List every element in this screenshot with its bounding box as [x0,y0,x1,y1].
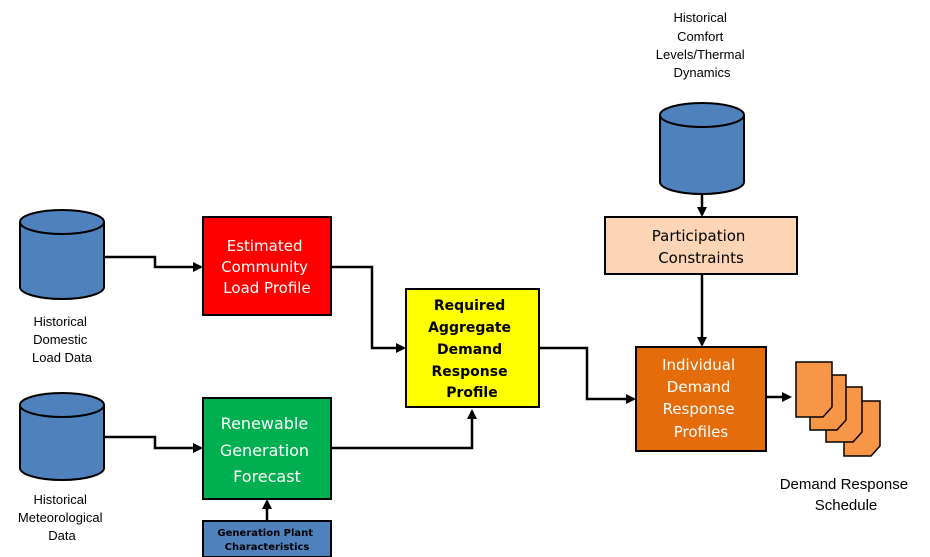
label-load: Historical Domestic Load Data [32,314,93,365]
label-meteo: Historical Meteorological Data [18,492,106,543]
arrow-community-to-aggregate [331,265,406,353]
label-plant: Generation Plant Characteristics [217,528,316,553]
label-schedule: Demand Response Schedule [780,476,913,514]
connectors [105,194,792,521]
box-renewable [202,397,332,500]
schedule-documents-icon [795,361,881,457]
datastore-load [19,209,105,300]
arrow-meteo-to-renewable [105,435,203,453]
box-aggregate [405,288,540,408]
box-plant [202,520,332,557]
database-icon [19,405,105,481]
box-individual [635,346,767,452]
label-comfort: Historical Comfort Levels/Thermal Dynami… [656,10,749,80]
arrow-renewable-to-aggregate [331,409,477,450]
database-icon [19,222,105,300]
label-community-load: Estimated Community Load Profile [221,237,313,297]
arrow-aggregate-to-individual [539,346,636,404]
datastore-meteo [19,392,105,481]
datastore-comfort [659,102,745,195]
box-community-load [202,216,332,316]
database-icon [659,115,745,195]
label-constraints: Participation Constraints [652,227,750,267]
label-individual: Individual Demand Response Profiles [662,356,740,441]
label-renewable: Renewable Generation Forecast [220,414,314,486]
arrow-load-to-community [105,255,203,272]
box-constraints [604,216,798,275]
label-aggregate: Required Aggregate Demand Response Profi… [428,298,516,401]
